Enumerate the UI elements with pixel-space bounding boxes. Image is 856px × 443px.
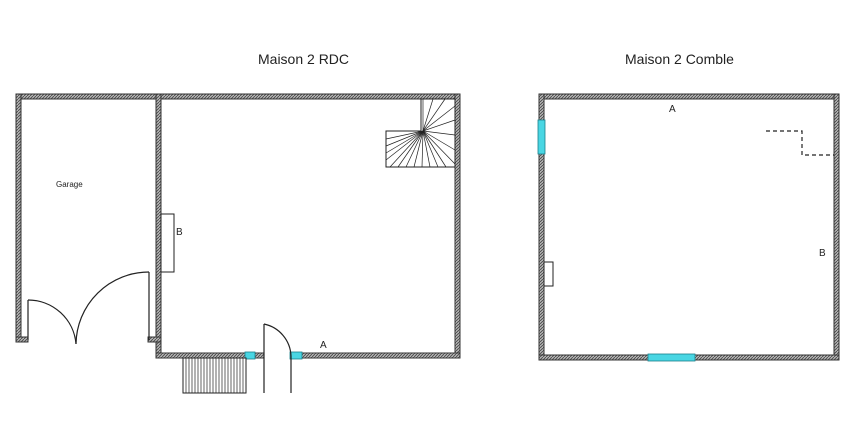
rdc-label-a: A <box>320 340 327 351</box>
comble-title: Maison 2 Comble <box>625 51 734 67</box>
rdc-wall-bottom-right <box>299 352 461 359</box>
rdc-wall-garage-stub <box>147 336 162 343</box>
rdc-window-bottom-right <box>289 351 303 360</box>
comble-wall-right <box>833 93 840 361</box>
rdc-plan: Maison 2 RDC <box>15 51 461 394</box>
rdc-wall-bottom-mid <box>254 352 265 359</box>
rdc-label-b: B <box>176 227 183 238</box>
rdc-window-bottom-left <box>244 351 256 360</box>
rdc-wall-right <box>454 93 461 359</box>
comble-plan: Maison 2 Comble A B <box>537 51 840 362</box>
rdc-wall-left-stub <box>15 336 29 343</box>
rdc-cabinet-b <box>160 213 175 273</box>
garage-door <box>27 271 150 345</box>
rdc-wall-middle <box>155 93 162 359</box>
spiral-staircase <box>385 98 456 168</box>
comble-window-bottom <box>647 353 696 362</box>
rdc-wall-left <box>15 93 22 343</box>
comble-stair-opening <box>766 130 834 156</box>
rdc-wall-top <box>15 93 461 100</box>
comble-label-a: A <box>669 104 676 115</box>
garage-label: Garage <box>56 180 83 189</box>
comble-window-left <box>537 119 546 155</box>
comble-cabinet <box>543 261 554 287</box>
comble-wall-top <box>538 93 840 100</box>
rdc-title: Maison 2 RDC <box>258 51 349 67</box>
entry-door <box>263 323 292 393</box>
exterior-steps <box>182 357 247 394</box>
comble-label-b: B <box>819 248 826 259</box>
rdc-wall-bottom-left <box>155 352 247 359</box>
